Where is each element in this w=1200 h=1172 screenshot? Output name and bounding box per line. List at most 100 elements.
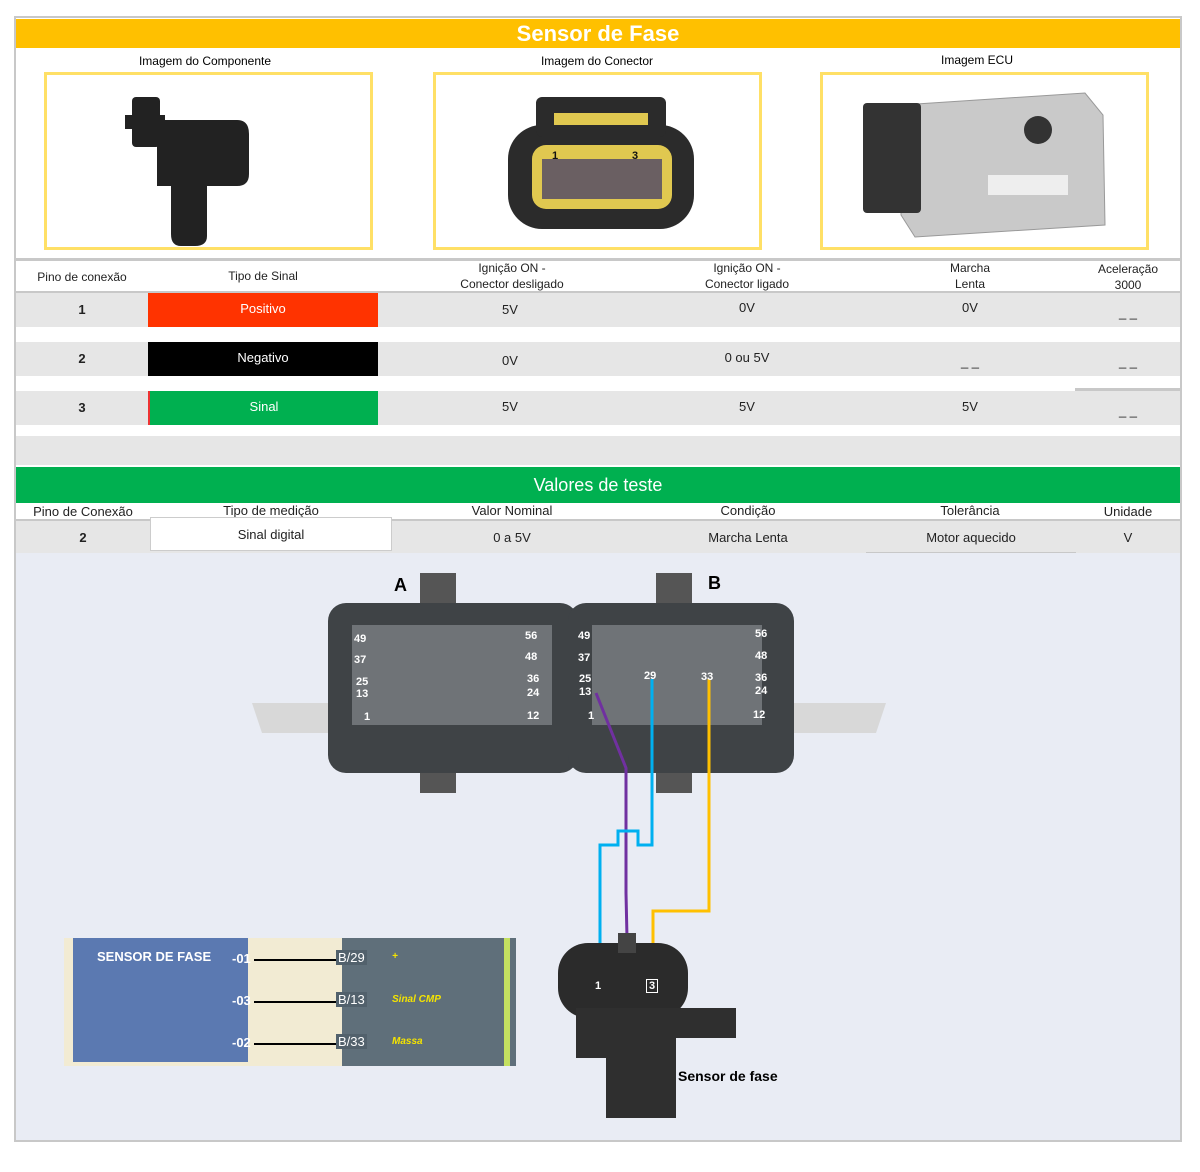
divider	[16, 291, 1180, 294]
signal-badge: Positivo	[148, 293, 378, 327]
header-accel: Aceleração 3000	[1097, 262, 1159, 292]
pin-label: 1	[588, 710, 595, 722]
divider	[16, 258, 1180, 261]
pin-label: 56	[755, 628, 768, 640]
wire-desc: +	[392, 951, 398, 962]
pin-label: 13	[356, 688, 369, 700]
wire-desc: Sinal CMP	[392, 994, 441, 1005]
pin-label: 25	[356, 676, 369, 688]
pin-label: 24	[527, 687, 540, 699]
pin-label: 13	[579, 686, 592, 698]
pin-label: 37	[354, 654, 367, 666]
wire-from: -03	[232, 993, 251, 1008]
tolerance-value: Motor aquecido	[866, 521, 1076, 555]
wire-to: B/29	[336, 950, 367, 965]
pin-label: 48	[755, 650, 768, 662]
wire-desc: Massa	[392, 1036, 423, 1047]
pin-label: 49	[354, 633, 367, 645]
wire	[254, 959, 336, 961]
signal-badge: Sinal	[148, 391, 378, 425]
connector-pin-1: 1	[552, 150, 558, 162]
sensor-label: Sensor de fase	[678, 1068, 778, 1084]
value-ign-on: 0V	[739, 300, 755, 315]
wire-to: B/33	[336, 1034, 367, 1049]
value-accel: _ _	[1118, 305, 1138, 320]
value-idle: _ _	[960, 354, 980, 369]
pin-label: 37	[578, 652, 591, 664]
table-row: 1 Positivo 5V 0V 0V _ _	[16, 293, 1180, 327]
header-measure-type: Tipo de medição	[223, 503, 319, 518]
pin-number: 3	[78, 400, 86, 415]
section-title-test-values: Valores de teste	[16, 467, 1180, 503]
nominal-value: 0 a 5V	[493, 530, 531, 545]
table-row: 3 Sinal 5V 5V 5V _ _	[16, 391, 1180, 425]
pin-label: 24	[755, 685, 768, 697]
signal-badge: Negativo	[148, 342, 378, 376]
pin-label-29: 29	[644, 670, 657, 682]
table-row: 2 Negativo 0V 0 ou 5V _ _ _ _	[16, 342, 1180, 376]
value-idle: 5V	[962, 399, 978, 414]
schematic: SENSOR DE FASE -01 -03 -02 B/29 B/13 B/3…	[64, 938, 516, 1066]
green-stripe	[504, 938, 510, 1066]
measure-type: Sinal digital	[150, 517, 392, 551]
header-ign-on: Ignição ON - Conector ligado	[704, 261, 790, 291]
header-unit: Unidade	[1103, 504, 1153, 519]
wire	[254, 1001, 336, 1003]
caption-ecu: Imagem ECU	[940, 53, 1014, 67]
value-accel: _ _	[1118, 403, 1138, 418]
wire-to: B/13	[336, 992, 367, 1007]
header-signal-type: Tipo de Sinal	[228, 269, 298, 283]
value-ign-on: 0 ou 5V	[724, 350, 770, 365]
ecu-drawing	[252, 573, 886, 1118]
pin-number: 2	[78, 351, 86, 366]
wire-from: -01	[232, 951, 251, 966]
value-ign-off: 5V	[502, 302, 518, 317]
pin-label: 49	[578, 630, 591, 642]
wiring-diagram: A B 49 37 25 13 1 56 48 36 24 12 49 37 2…	[16, 553, 1180, 1140]
pin-label: 48	[525, 651, 538, 663]
pin-label: 36	[527, 673, 540, 685]
value-ign-off: 0V	[502, 353, 518, 368]
connector-pin-3: 3	[632, 150, 638, 162]
header-nominal: Valor Nominal	[471, 503, 553, 518]
test-row: 2 Sinal digital 0 a 5V Marcha Lenta Moto…	[16, 517, 1180, 555]
unit-value: V	[1123, 530, 1133, 545]
divider	[1075, 388, 1180, 391]
caption-connector: Imagem do Conector	[540, 54, 654, 68]
spacer-row	[16, 436, 1180, 465]
page-title: Sensor de Fase	[16, 19, 1180, 48]
ecu-image	[820, 72, 1149, 250]
pin-label: 25	[579, 673, 592, 685]
header-idle: Marcha Lenta	[949, 261, 990, 291]
value-accel: _ _	[1118, 354, 1138, 369]
component-image	[44, 72, 373, 250]
pin-label: 12	[527, 710, 540, 722]
wire	[254, 1043, 336, 1045]
pin-number: 1	[78, 302, 86, 317]
ecu-block	[342, 938, 516, 1066]
caption-component: Imagem do Componente	[138, 54, 272, 68]
header-condition: Condição	[720, 503, 776, 518]
wire-from: -02	[232, 1035, 251, 1050]
header-pin: Pino de Conexão	[33, 504, 133, 519]
sensor-pin-3: 3	[646, 979, 659, 993]
pin-number: 2	[79, 530, 87, 545]
value-ign-on: 5V	[739, 399, 755, 414]
value-idle: 0V	[962, 300, 978, 315]
header-tolerance: Tolerância	[940, 503, 1000, 518]
pin-label: 36	[755, 672, 768, 684]
page-frame	[14, 16, 1182, 1142]
pin-label-33: 33	[701, 671, 714, 683]
header-pin: Pino de conexão	[37, 270, 127, 284]
sensor-block	[73, 938, 248, 1062]
connector-b-label: B	[708, 573, 721, 593]
pin-label: 56	[525, 630, 538, 642]
value-ign-off: 5V	[502, 399, 518, 414]
header-ign-off: Ignição ON - Conector desligado	[460, 261, 564, 291]
condition-value: Marcha Lenta	[708, 530, 788, 545]
connector-a-label: A	[394, 575, 407, 595]
schematic-title: SENSOR DE FASE	[97, 949, 212, 964]
sensor-pin-1: 1	[595, 980, 602, 992]
pin-label: 12	[753, 709, 766, 721]
